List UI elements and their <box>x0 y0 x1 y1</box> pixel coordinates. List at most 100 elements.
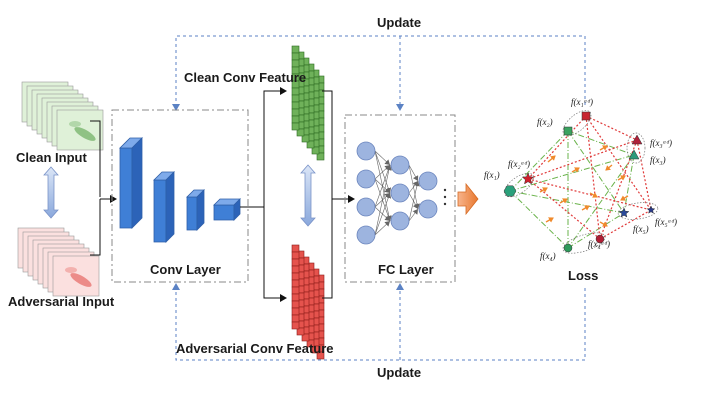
clean-feature-cell <box>291 59 300 68</box>
clean-input-label: Clean Input <box>16 150 87 165</box>
fc-edge <box>374 164 392 236</box>
loss-gradient-arrow <box>571 167 580 173</box>
loss-pair-ring <box>626 132 646 164</box>
clean-feature-cell <box>306 140 315 149</box>
loss-node-circle <box>595 234 605 244</box>
loss-node-square <box>581 111 591 121</box>
adversarial-feature-cell <box>291 321 300 330</box>
fc-ellipsis-dot <box>443 195 447 199</box>
loss-node-label-fx3ad: f(x₃ᵃᵈ) <box>650 138 672 148</box>
clean-feature-cell <box>291 108 300 117</box>
clean-feature-cell <box>291 115 300 124</box>
loss-node-circle <box>563 243 573 253</box>
fc-to-loss-arrow <box>457 182 479 216</box>
conv-blocks <box>119 137 241 243</box>
adversarial-feature-cell <box>291 272 300 281</box>
adversarial-feature-cell <box>311 345 320 354</box>
fc-ellipsis-dot <box>443 188 447 192</box>
fc-layer-box <box>344 114 456 283</box>
loss-gradient-arrow <box>589 192 598 198</box>
loss-gradient-arrow <box>545 217 554 223</box>
loss-adversarial-edge <box>585 115 601 240</box>
loss-gradient-arrow <box>539 187 548 193</box>
fc-ellipsis-dot <box>443 202 447 206</box>
adversarial-input-image-frame <box>52 255 100 297</box>
loss-adversarial-edge <box>599 209 652 240</box>
loss-node-label-fx5ad: f(x₅ᵃᵈ) <box>655 217 677 227</box>
loss-node-triangle <box>631 134 643 145</box>
loss-node-triangle <box>628 149 640 160</box>
adversarial-input-label: Adversarial Input <box>8 294 115 309</box>
clean-feature-cell <box>311 146 320 155</box>
loss-pair-ring <box>562 232 606 254</box>
clean-conv-feature-label: Clean Conv Feature <box>184 70 307 85</box>
clean-feature-cell <box>316 152 325 161</box>
clean-input-stack <box>21 81 104 151</box>
fc-edge <box>408 164 419 182</box>
update-loop-top <box>172 35 586 111</box>
loss-clean-edge <box>567 212 625 249</box>
adversarial-feature-cell <box>316 351 325 360</box>
adversarial-conv-feature-label: Adversarial Conv Feature <box>176 341 334 356</box>
loss-node-hexagon <box>503 185 517 197</box>
loss-gradient-arrow <box>599 221 608 227</box>
fc-node <box>418 171 438 191</box>
loss-node-label-fx5: f(x₅) <box>633 224 649 234</box>
conv-layer-label: Conv Layer <box>150 262 221 277</box>
fc-layer-label: FC Layer <box>378 262 434 277</box>
clean-feature-cell <box>301 134 310 143</box>
input-connectors <box>90 120 117 256</box>
fc-edge <box>408 208 419 222</box>
adversarial-feature-cell <box>291 286 300 295</box>
loss-node-label-fx3: f(x₃) <box>650 155 666 165</box>
adversarial-feature-cell <box>291 244 300 253</box>
loss-node-label-fx2ad: f(x₂ᵃᵈ) <box>508 159 530 169</box>
adversarial-feature-cell <box>301 333 310 342</box>
fc-edge <box>408 180 420 222</box>
fc-node <box>356 169 376 189</box>
loss-node-star <box>521 172 535 185</box>
loss-gradient-arrow <box>559 198 568 204</box>
clean-feature-cell <box>296 128 305 137</box>
adversarial-feature-cell <box>291 314 300 323</box>
adversarial-feature-cell <box>291 300 300 309</box>
fc-node <box>356 197 376 217</box>
adversarial-input-stack <box>17 227 100 297</box>
adversarial-feature-cell <box>296 327 305 336</box>
fc-node <box>356 141 376 161</box>
adversarial-feature-cell <box>291 258 300 267</box>
fc-edge <box>374 164 392 208</box>
loss-node-star <box>646 205 656 214</box>
loss-clean-edge <box>509 130 569 192</box>
update-top-label: Update <box>377 15 422 30</box>
clean-feature-cell <box>291 94 300 103</box>
clean-feature-cell <box>291 122 300 131</box>
clean-conv-feature-stack <box>291 45 325 161</box>
fc-node <box>390 155 410 175</box>
fc-connectors <box>322 90 355 299</box>
feature-double-arrow <box>300 164 316 227</box>
loss-node-label-fx1: f(x₁) <box>484 170 500 180</box>
clean-feature-cell <box>291 45 300 54</box>
adversarial-feature-cell <box>291 293 300 302</box>
adversarial-feature-cell <box>291 251 300 260</box>
loss-node-label-fx1ad: f(x₁ᵃᵈ) <box>571 97 593 107</box>
loss-clean-edge <box>567 130 625 214</box>
adversarial-feature-cell <box>306 339 315 348</box>
feature-split-connectors <box>240 87 287 302</box>
update-bottom-label: Update <box>377 365 422 380</box>
fc-edge <box>374 150 391 166</box>
update-loop-bottom <box>172 283 586 361</box>
loss-gradient-arrow <box>605 164 613 171</box>
loss-label: Loss <box>568 268 599 283</box>
loss-adversarial-edge <box>527 139 638 180</box>
loss-pair-ring <box>617 202 659 220</box>
adversarial-feature-cell <box>291 279 300 288</box>
loss-gradient-arrow <box>599 145 608 151</box>
loss-gradient-arrow <box>581 205 590 211</box>
loss-pair-ring <box>503 172 535 198</box>
loss-adversarial-edge <box>585 115 638 141</box>
adversarial-conv-feature-stack <box>291 244 325 360</box>
